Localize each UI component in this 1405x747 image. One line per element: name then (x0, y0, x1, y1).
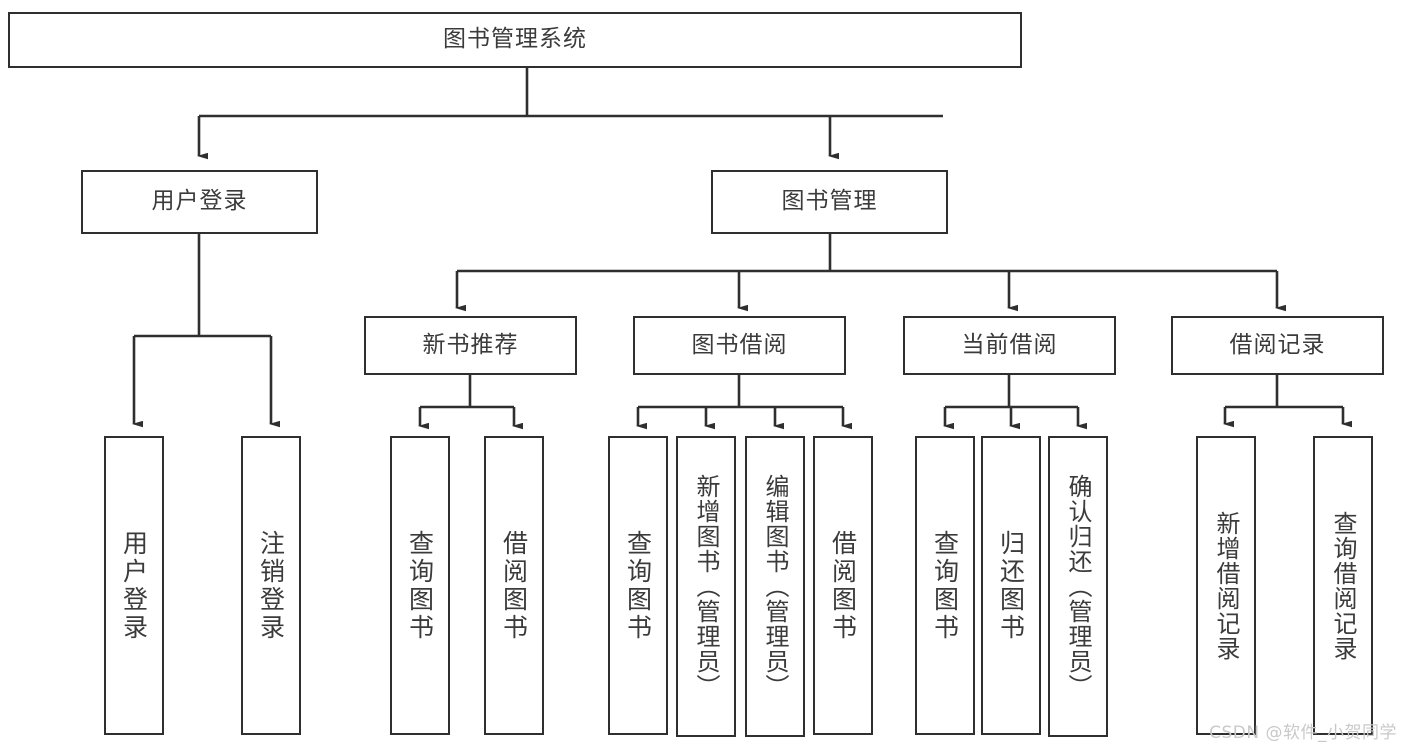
leaf-add-record[interactable]: 新增借阅记录 (1196, 436, 1256, 735)
leaf-edit-book-label: 编辑图书（管理员） (761, 474, 789, 699)
leaf-return-book-label: 归还图书 (996, 529, 1026, 642)
leaf-add-book[interactable]: 新增图书（管理员） (676, 436, 736, 737)
node-current-borrow-label: 当前借阅 (961, 331, 1058, 358)
node-root-label: 图书管理系统 (443, 26, 587, 53)
watermark: CSDN @软件_小贺同学 (1209, 723, 1397, 743)
node-current-borrow[interactable]: 当前借阅 (903, 316, 1116, 375)
node-book-borrow-label: 图书借阅 (691, 331, 788, 358)
leaf-return-book[interactable]: 归还图书 (981, 436, 1041, 735)
node-new-book-rec-label: 新书推荐 (422, 331, 519, 358)
leaf-logout[interactable]: 注销登录 (241, 436, 301, 735)
leaf-logout-label: 注销登录 (256, 529, 286, 642)
leaf-add-record-label: 新增借阅记录 (1212, 510, 1240, 661)
node-user-login-label: 用户登录 (151, 188, 248, 215)
node-book-manage[interactable]: 图书管理 (711, 170, 948, 234)
leaf-query-book-2-label: 查询图书 (623, 529, 653, 642)
leaf-add-book-label: 新增图书（管理员） (692, 474, 720, 699)
leaf-edit-book[interactable]: 编辑图书（管理员） (745, 436, 805, 737)
leaf-borrow-book-1[interactable]: 借阅图书 (484, 436, 544, 735)
leaf-user-login[interactable]: 用户登录 (104, 436, 164, 735)
leaf-borrow-book-1-label: 借阅图书 (499, 529, 529, 642)
leaf-user-login-label: 用户登录 (119, 529, 149, 642)
node-new-book-rec[interactable]: 新书推荐 (364, 316, 577, 375)
node-borrow-record[interactable]: 借阅记录 (1171, 316, 1384, 375)
node-user-login[interactable]: 用户登录 (81, 170, 318, 234)
node-borrow-record-label: 借阅记录 (1229, 331, 1326, 358)
node-root[interactable]: 图书管理系统 (8, 12, 1022, 68)
leaf-query-book-3[interactable]: 查询图书 (915, 436, 975, 735)
leaf-borrow-book-2-label: 借阅图书 (828, 529, 858, 642)
node-book-manage-label: 图书管理 (781, 188, 878, 215)
node-book-borrow[interactable]: 图书借阅 (633, 316, 846, 375)
leaf-confirm-return-label: 确认归还（管理员） (1064, 474, 1092, 699)
leaf-query-record[interactable]: 查询借阅记录 (1313, 436, 1373, 735)
leaf-query-book-1-label: 查询图书 (405, 529, 435, 642)
leaf-confirm-return[interactable]: 确认归还（管理员） (1048, 436, 1108, 737)
leaf-query-book-1[interactable]: 查询图书 (390, 436, 450, 735)
leaf-borrow-book-2[interactable]: 借阅图书 (813, 436, 873, 735)
leaf-query-record-label: 查询借阅记录 (1329, 510, 1357, 661)
leaf-query-book-3-label: 查询图书 (930, 529, 960, 642)
leaf-query-book-2[interactable]: 查询图书 (608, 436, 668, 735)
